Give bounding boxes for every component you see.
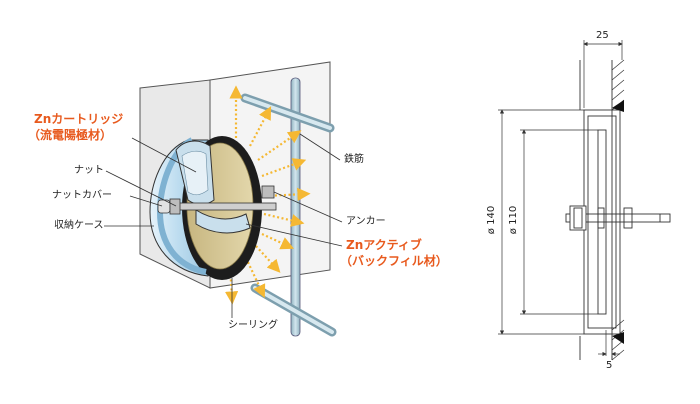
nut-label: ナット	[74, 165, 104, 176]
section-drawing	[565, 59, 671, 361]
leader-lines	[104, 133, 343, 318]
zn-cartridge-sublabel: （流電陽極材）	[28, 128, 113, 142]
dimension-inner-diameter: ø 110	[508, 205, 519, 235]
nut	[169, 198, 181, 215]
rebar-label: 鉄筋	[344, 154, 364, 165]
current-flow-arrows	[225, 85, 311, 305]
sealing-label: シーリング	[228, 320, 278, 331]
storage-case-label: 収納ケース	[54, 220, 104, 231]
dimension-outer-diameter: ø 140	[486, 205, 497, 235]
zn-active-sublabel: （バックフィル材）	[340, 254, 448, 268]
zn-active-label: Znアクティブ	[346, 238, 422, 252]
anchor-label: アンカー	[346, 216, 386, 227]
dimension-lines	[498, 40, 623, 360]
zn-cartridge-label: Znカートリッジ	[34, 112, 124, 126]
anchor-bolt	[165, 202, 277, 211]
nut-cover-label: ナットカバー	[52, 190, 112, 201]
dimension-bottom-width: 5	[606, 360, 613, 371]
dimension-top-width: 25	[596, 30, 609, 41]
